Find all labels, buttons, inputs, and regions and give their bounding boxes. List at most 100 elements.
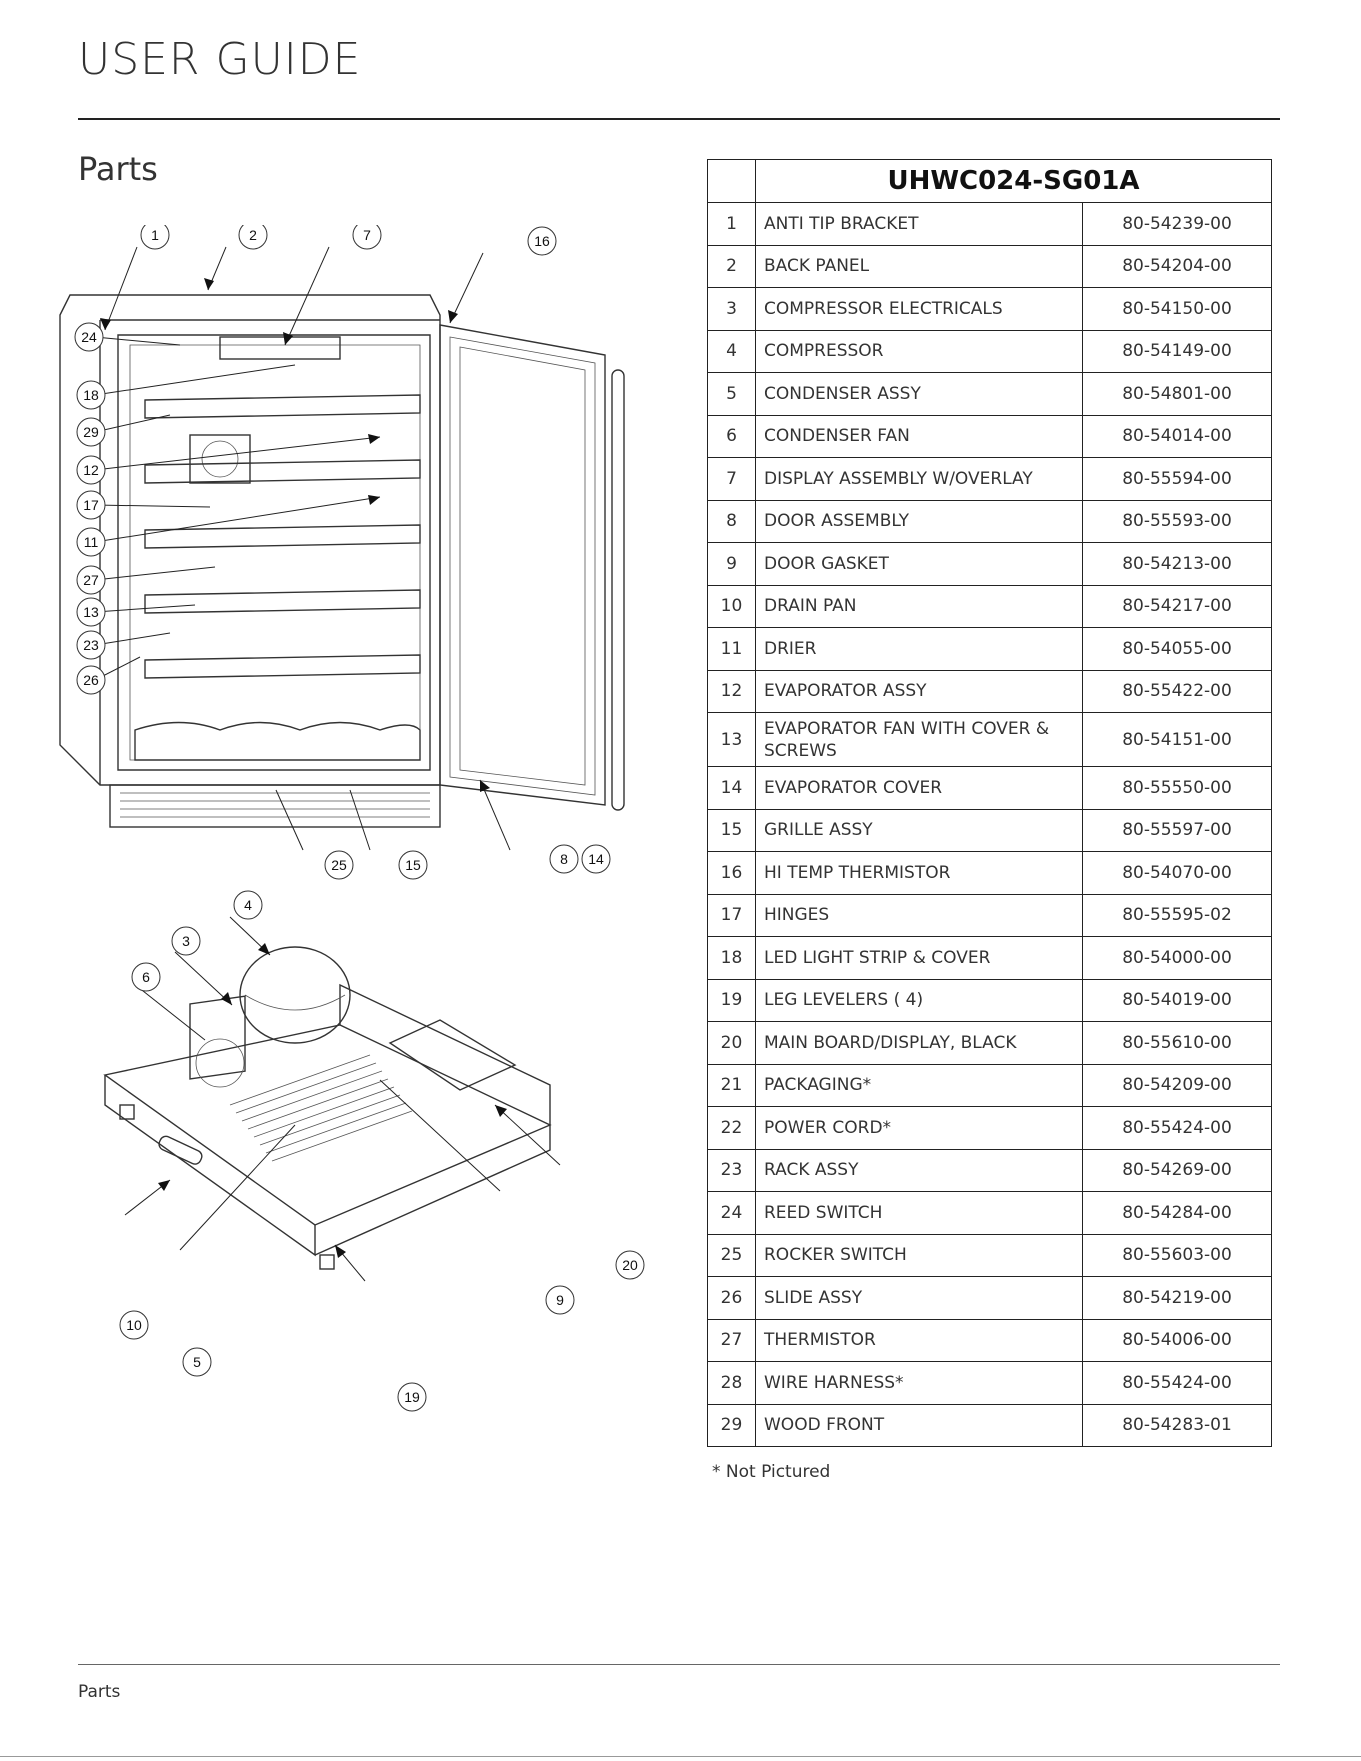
part-number-index: 29 <box>707 1403 756 1447</box>
svg-text:29: 29 <box>83 424 99 440</box>
part-number: 80-54204-00 <box>1082 244 1272 288</box>
callout-19: 19 <box>397 1382 427 1412</box>
part-description: CONDENSER ASSY <box>755 372 1083 416</box>
part-number-index: 28 <box>707 1361 756 1405</box>
part-number: 80-54151-00 <box>1082 712 1272 767</box>
callout-2: 2 <box>238 225 268 250</box>
part-number-index: 2 <box>707 244 756 288</box>
part-number: 80-55422-00 <box>1082 669 1272 713</box>
header-divider <box>78 118 1280 120</box>
callout-26: 26 <box>76 665 106 695</box>
svg-text:6: 6 <box>142 969 150 985</box>
part-description: COMPRESSOR ELECTRICALS <box>755 287 1083 331</box>
callout-9: 9 <box>545 1285 575 1315</box>
part-description: MAIN BOARD/DISPLAY, BLACK <box>755 1021 1083 1065</box>
part-number: 80-54000-00 <box>1082 936 1272 980</box>
part-number-index: 19 <box>707 978 756 1022</box>
part-number: 80-54239-00 <box>1082 202 1272 246</box>
svg-text:15: 15 <box>405 857 421 873</box>
svg-text:23: 23 <box>83 637 99 653</box>
part-number: 80-54801-00 <box>1082 372 1272 416</box>
svg-text:9: 9 <box>556 1292 564 1308</box>
part-number-index: 8 <box>707 499 756 543</box>
part-description: DOOR GASKET <box>755 542 1083 586</box>
part-number: 80-55597-00 <box>1082 808 1272 852</box>
part-description: PACKAGING* <box>755 1063 1083 1107</box>
svg-text:7: 7 <box>363 227 371 243</box>
callout-14: 14 <box>581 844 611 874</box>
callout-8: 8 <box>549 844 579 874</box>
part-number-index: 27 <box>707 1318 756 1362</box>
callout-17: 17 <box>76 490 106 520</box>
callout-1: 1 <box>140 225 170 250</box>
part-number: 80-54219-00 <box>1082 1276 1272 1320</box>
svg-text:1: 1 <box>151 227 159 243</box>
svg-text:3: 3 <box>182 933 190 949</box>
part-description: THERMISTOR <box>755 1318 1083 1362</box>
part-number: 80-54055-00 <box>1082 627 1272 671</box>
section-title: Parts <box>78 150 158 188</box>
part-description: EVAPORATOR FAN WITH COVER & SCREWS <box>755 712 1083 767</box>
part-number-index: 16 <box>707 851 756 895</box>
part-number-index: 20 <box>707 1021 756 1065</box>
svg-text:26: 26 <box>83 672 99 688</box>
svg-text:4: 4 <box>244 897 252 913</box>
part-number-index: 18 <box>707 936 756 980</box>
part-number-index: 25 <box>707 1233 756 1277</box>
part-number-index: 13 <box>707 712 756 767</box>
part-description: REED SWITCH <box>755 1191 1083 1235</box>
footnote: * Not Pictured <box>712 1462 831 1482</box>
part-number: 80-55603-00 <box>1082 1233 1272 1277</box>
part-number-index: 4 <box>707 329 756 373</box>
part-description: DRAIN PAN <box>755 584 1083 628</box>
part-number: 80-54284-00 <box>1082 1191 1272 1235</box>
part-number-index: 23 <box>707 1148 756 1192</box>
part-number: 80-54014-00 <box>1082 414 1272 458</box>
part-number-index: 9 <box>707 542 756 586</box>
header-blank-cell <box>707 159 756 203</box>
part-description: SLIDE ASSY <box>755 1276 1083 1320</box>
callout-11: 11 <box>76 527 106 557</box>
part-description: BACK PANEL <box>755 244 1083 288</box>
svg-text:20: 20 <box>622 1257 638 1273</box>
part-description: LED LIGHT STRIP & COVER <box>755 936 1083 980</box>
part-number: 80-54006-00 <box>1082 1318 1272 1362</box>
model-number: UHWC024-SG01A <box>755 159 1272 203</box>
callout-10: 10 <box>119 1310 149 1340</box>
svg-text:10: 10 <box>126 1317 142 1333</box>
part-number: 80-54070-00 <box>1082 851 1272 895</box>
callout-16: 16 <box>527 226 557 256</box>
part-number: 80-54269-00 <box>1082 1148 1272 1192</box>
part-number: 80-54217-00 <box>1082 584 1272 628</box>
part-description: HI TEMP THERMISTOR <box>755 851 1083 895</box>
part-number-index: 24 <box>707 1191 756 1235</box>
svg-text:27: 27 <box>83 572 99 588</box>
parts-diagram: 1 2 7 16 24 18 29 12 17 11 27 13 23 26 2… <box>40 225 700 1465</box>
svg-text:16: 16 <box>534 233 550 249</box>
part-number-index: 17 <box>707 893 756 937</box>
svg-text:18: 18 <box>83 387 99 403</box>
part-description: DOOR ASSEMBLY <box>755 499 1083 543</box>
part-number-index: 3 <box>707 287 756 331</box>
